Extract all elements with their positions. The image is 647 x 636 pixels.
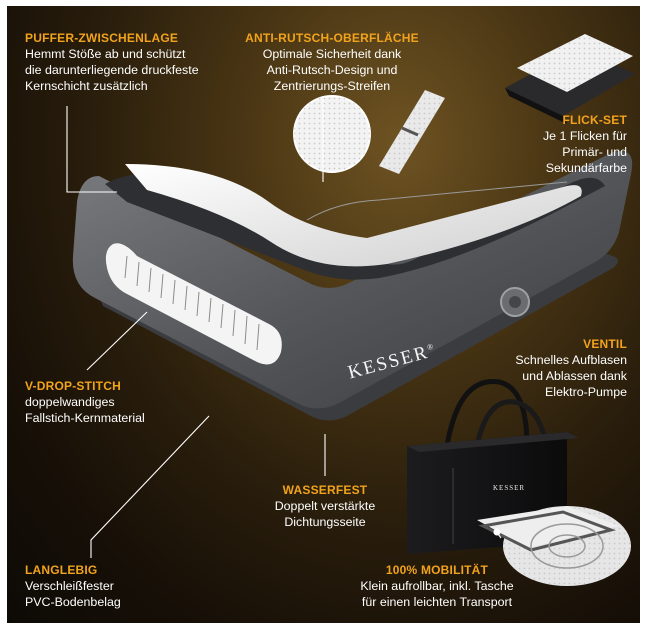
callout-ventil: VENTIL Schnelles Aufblasen und Ablassen … bbox=[477, 336, 627, 400]
callout-flickset: FLICK-SET Je 1 Flicken für Primär- und S… bbox=[477, 112, 627, 176]
callout-ventil-line: Schnelles Aufblasen bbox=[515, 353, 627, 367]
callout-puffer: PUFFER-ZWISCHENLAGE Hemmt Stöße ab und s… bbox=[25, 30, 199, 94]
callout-wasserfest-line: Doppelt verstärkte bbox=[274, 499, 376, 513]
callout-mobilitaet: 100% MOBILITÄT Klein aufrollbar, inkl. T… bbox=[337, 562, 537, 610]
mat-cross-section-image bbox=[72, 150, 633, 421]
callout-vdrop-line: doppelwandiges bbox=[25, 395, 115, 409]
callout-ventil-line: und Ablassen dank bbox=[522, 369, 627, 383]
callout-wasserfest-line: Dichtungsseite bbox=[284, 515, 366, 529]
callout-mobilitaet-line: für einen leichten Transport bbox=[361, 595, 513, 609]
callout-langlebig-title: LANGLEBIG bbox=[25, 563, 98, 577]
callout-puffer-line: Hemmt Stöße ab und schützt bbox=[25, 47, 186, 61]
callout-antirutsch: ANTI-RUTSCH-OBERFLÄCHE Optimale Sicherhe… bbox=[232, 30, 432, 94]
rolled-mat-image bbox=[477, 506, 631, 586]
infographic-artwork bbox=[66, 34, 635, 586]
callout-flickset-title: FLICK-SET bbox=[562, 113, 627, 127]
callout-ventil-title: VENTIL bbox=[583, 337, 627, 351]
callout-flickset-line: Primär- und bbox=[562, 145, 627, 159]
callout-antirutsch-title: ANTI-RUTSCH-OBERFLÄCHE bbox=[245, 31, 419, 45]
callout-wasserfest-title: WASSERFEST bbox=[282, 483, 368, 497]
callout-langlebig-line: Verschleißfester bbox=[25, 579, 114, 593]
callout-puffer-title: PUFFER-ZWISCHENLAGE bbox=[25, 31, 179, 45]
callout-vdrop-title: V-DROP-STITCH bbox=[25, 379, 121, 393]
callout-puffer-line: Kernschicht zusätzlich bbox=[25, 79, 148, 93]
callout-ventil-line: Elektro-Pumpe bbox=[545, 385, 627, 399]
callout-langlebig: LANGLEBIG Verschleißfester PVC-Bodenbela… bbox=[25, 562, 121, 610]
callout-leader-lines bbox=[66, 96, 502, 558]
callout-flickset-line: Je 1 Flicken für bbox=[542, 129, 627, 143]
callout-mobilitaet-line: Klein aufrollbar, inkl. Tasche bbox=[360, 579, 514, 593]
product-infographic: KESSER® KESSER PUFFER-ZWISCHENLAGE Hemmt… bbox=[7, 6, 640, 623]
callout-wasserfest: WASSERFEST Doppelt verstärkte Dichtungss… bbox=[225, 482, 425, 530]
callout-antirutsch-line: Anti-Rutsch-Design und bbox=[266, 63, 398, 77]
callout-langlebig-line: PVC-Bodenbelag bbox=[25, 595, 121, 609]
callout-puffer-line: die darunterliegende druckfeste bbox=[25, 63, 199, 77]
anti-slip-detail-image bbox=[293, 90, 445, 174]
callout-mobilitaet-title: 100% MOBILITÄT bbox=[385, 563, 489, 577]
callout-antirutsch-line: Optimale Sicherheit dank bbox=[262, 47, 402, 61]
patch-kit-image bbox=[505, 34, 635, 124]
callout-flickset-line: Sekundärfarbe bbox=[545, 161, 627, 175]
callout-antirutsch-line: Zentrierungs-Streifen bbox=[273, 79, 391, 93]
callout-vdrop-line: Fallstich-Kernmaterial bbox=[25, 411, 145, 425]
bag-brand-label: KESSER bbox=[493, 484, 526, 492]
callout-vdrop: V-DROP-STITCH doppelwandiges Fallstich-K… bbox=[25, 378, 145, 426]
